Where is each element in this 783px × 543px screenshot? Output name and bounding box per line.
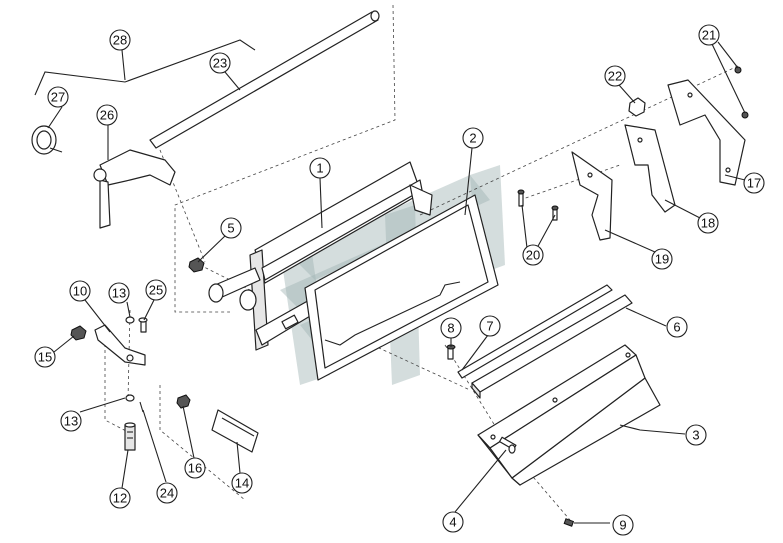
svg-text:27: 27 xyxy=(51,90,65,105)
balloon-28: 28 xyxy=(109,29,131,51)
balloon-26: 26 xyxy=(96,104,118,126)
rod-part xyxy=(149,10,380,149)
svg-text:20: 20 xyxy=(526,248,540,263)
nut-part-5 xyxy=(188,257,205,273)
svg-text:13: 13 xyxy=(112,286,126,301)
svg-text:4: 4 xyxy=(449,515,456,530)
spring-pin-part-24 xyxy=(139,401,144,413)
strip-part-6 xyxy=(471,294,633,399)
trough-part xyxy=(477,344,661,486)
balloon-1: 1 xyxy=(309,157,331,179)
svg-text:19: 19 xyxy=(655,252,669,267)
nut-part-21-upper xyxy=(734,66,742,74)
balloon-7: 7 xyxy=(479,315,501,337)
ring-pin-part xyxy=(31,125,63,155)
balloon-5: 5 xyxy=(220,217,242,239)
svg-text:24: 24 xyxy=(160,486,174,501)
bracket-part-10 xyxy=(94,324,146,366)
pin-part-12 xyxy=(124,422,136,451)
washer-part-13-lower xyxy=(125,394,135,402)
key-part-14 xyxy=(211,409,259,453)
cutter-plate-part-18 xyxy=(624,124,676,213)
screw-part-8 xyxy=(446,344,456,360)
bolt-part-4 xyxy=(498,436,517,454)
svg-text:15: 15 xyxy=(38,350,52,365)
balloon-17: 17 xyxy=(743,172,765,194)
svg-text:8: 8 xyxy=(447,321,454,336)
balloon-24: 24 xyxy=(156,482,178,504)
balloon-19: 19 xyxy=(651,248,673,270)
strip-part-7 xyxy=(457,284,613,379)
svg-text:6: 6 xyxy=(673,320,680,335)
cutter-plate-part-19 xyxy=(571,151,613,241)
svg-text:1: 1 xyxy=(316,161,323,176)
svg-text:17: 17 xyxy=(747,176,761,191)
cutter-plate-part-17 xyxy=(667,79,746,186)
svg-text:16: 16 xyxy=(188,461,202,476)
svg-text:13: 13 xyxy=(64,414,78,429)
balloon-18: 18 xyxy=(697,212,719,234)
balloon-3: 3 xyxy=(685,424,707,446)
svg-text:9: 9 xyxy=(619,518,626,533)
svg-text:23: 23 xyxy=(213,56,227,71)
balloon-9: 9 xyxy=(612,514,634,536)
screw-part-25 xyxy=(138,317,148,333)
balloon-2: 2 xyxy=(462,127,484,149)
balloon-12: 12 xyxy=(109,487,131,509)
balloon-23: 23 xyxy=(209,52,231,74)
balloon-25: 25 xyxy=(145,279,167,301)
nut-part-16 xyxy=(176,394,191,409)
lever-handle-part xyxy=(93,149,176,229)
bolt-part-20 xyxy=(517,189,559,221)
balloon-4: 4 xyxy=(442,511,464,533)
balloon-27: 27 xyxy=(47,86,69,108)
svg-text:12: 12 xyxy=(113,491,127,506)
balloon-22: 22 xyxy=(604,65,626,87)
seal-plate-part xyxy=(304,194,499,381)
balloon-10: 10 xyxy=(69,280,91,302)
svg-text:7: 7 xyxy=(486,319,493,334)
balloon-15: 15 xyxy=(34,346,56,368)
balloon-8: 8 xyxy=(440,317,462,339)
washer-part-13-upper xyxy=(125,316,135,324)
svg-text:3: 3 xyxy=(692,428,699,443)
svg-text:2: 2 xyxy=(469,131,476,146)
balloon-16: 16 xyxy=(184,457,206,479)
balloon-14: 14 xyxy=(231,472,253,494)
balloon-6: 6 xyxy=(666,316,688,338)
svg-text:26: 26 xyxy=(100,108,114,123)
balloon-13-upper: 13 xyxy=(108,282,130,304)
svg-text:21: 21 xyxy=(702,28,716,43)
nut-part-22 xyxy=(628,97,646,117)
svg-text:22: 22 xyxy=(608,69,622,84)
svg-text:10: 10 xyxy=(73,284,87,299)
svg-text:18: 18 xyxy=(701,216,715,231)
spring-wire-part xyxy=(34,39,256,96)
svg-text:5: 5 xyxy=(227,221,234,236)
balloon-20: 20 xyxy=(522,244,544,266)
svg-text:25: 25 xyxy=(149,283,163,298)
balloon-21: 21 xyxy=(698,24,720,46)
set-screw-part-9 xyxy=(563,518,575,527)
nut-part-15 xyxy=(70,325,87,341)
svg-text:28: 28 xyxy=(113,33,127,48)
leader-lines xyxy=(47,41,746,524)
balloon-13-lower: 13 xyxy=(60,410,82,432)
svg-text:14: 14 xyxy=(235,476,249,491)
